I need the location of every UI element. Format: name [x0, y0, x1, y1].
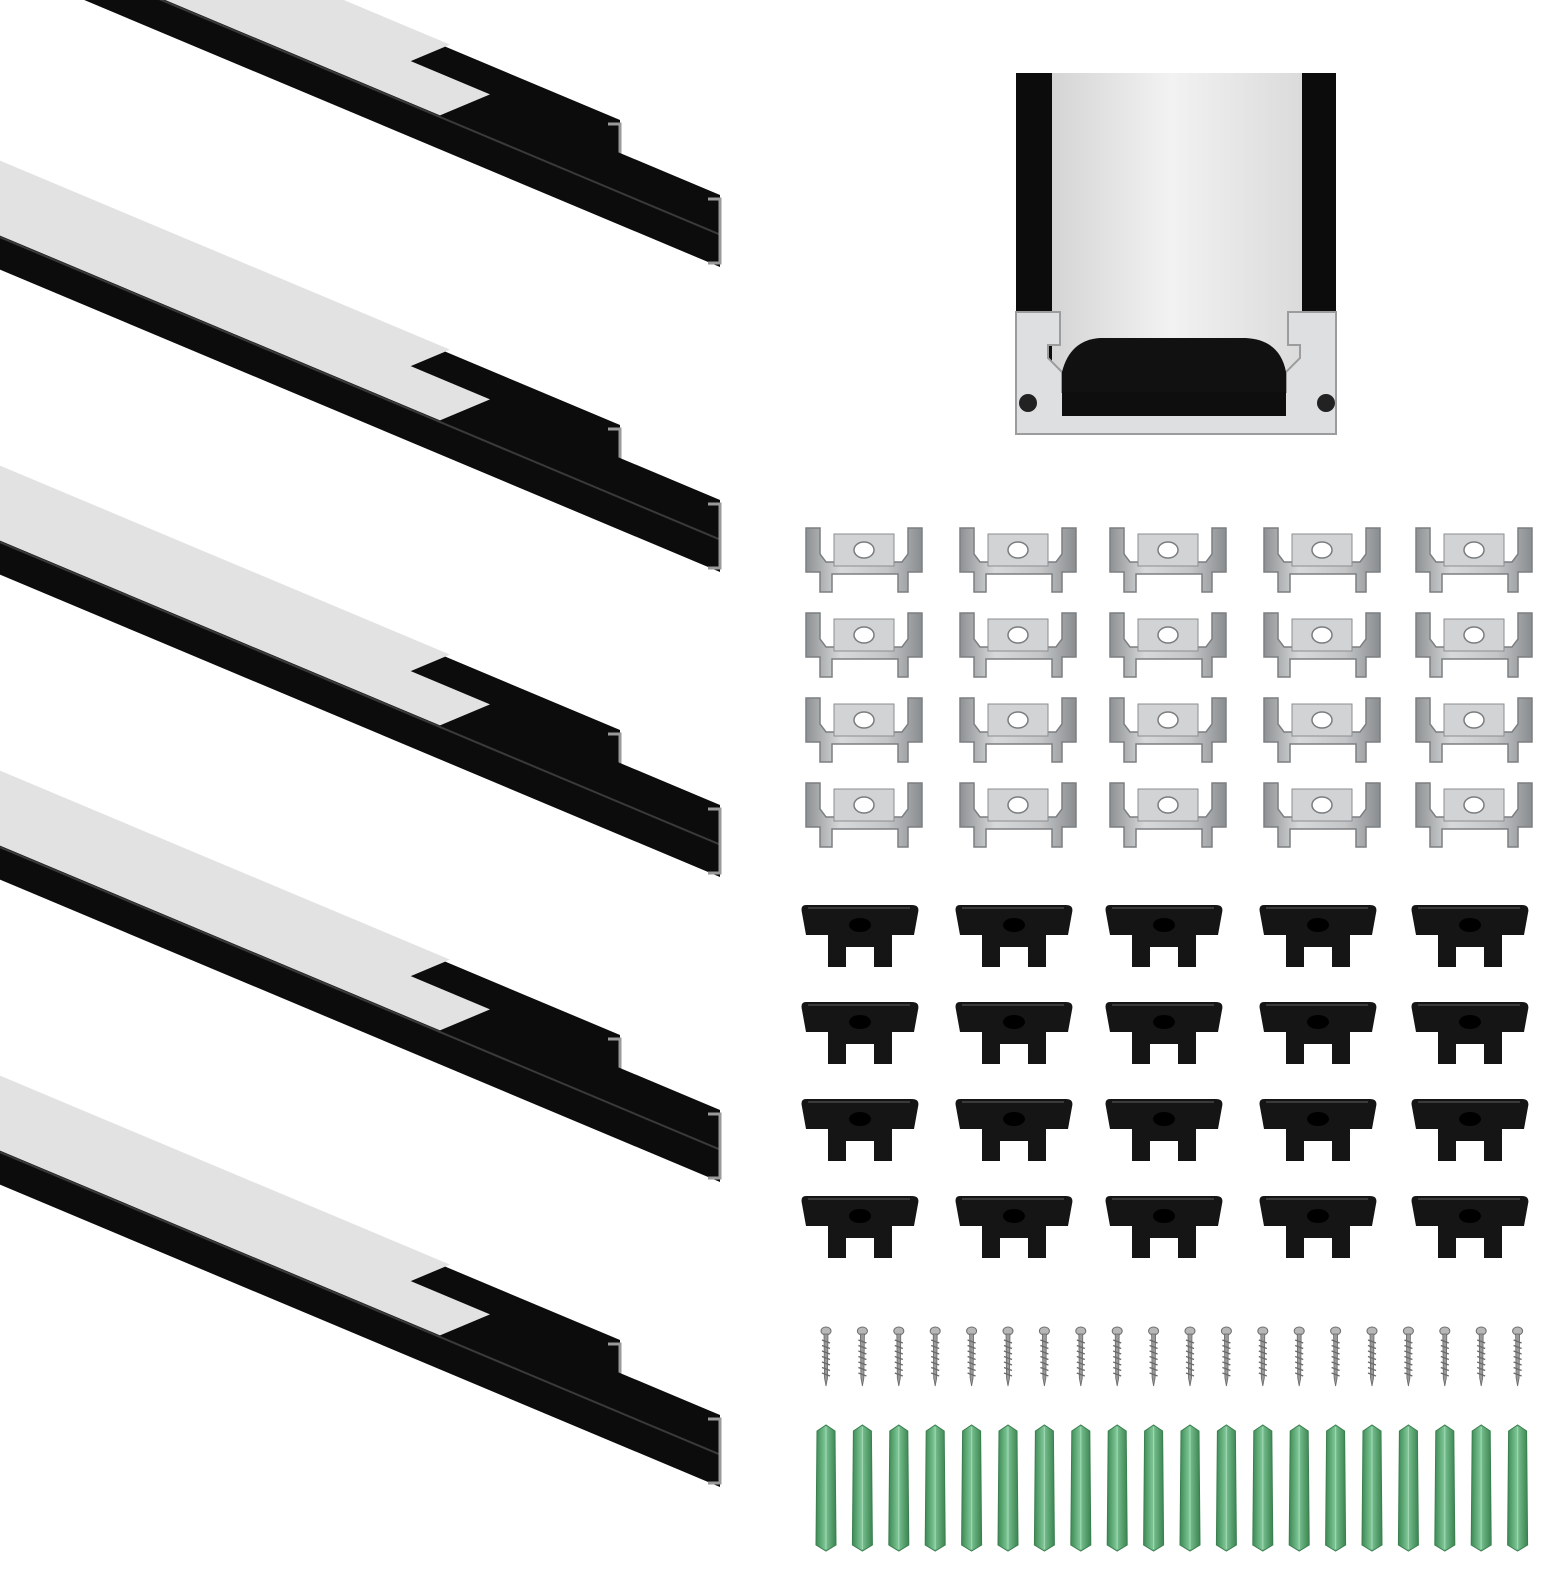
end-cap-icon — [801, 1099, 919, 1161]
screw-icon — [856, 1326, 868, 1387]
aluminum-channel-icon — [0, 1108, 722, 1487]
end-cap-icon — [955, 1002, 1073, 1064]
screw-icon — [1366, 1326, 1378, 1387]
screw-icon — [1075, 1326, 1087, 1387]
mounting-clip-icon — [805, 782, 923, 848]
end-cap-icon — [1411, 1099, 1529, 1161]
right-screw-slot — [1317, 394, 1335, 412]
screw-icon — [1439, 1326, 1451, 1387]
wall-anchor-icon — [1470, 1424, 1492, 1552]
wall-anchor-icon — [1070, 1424, 1092, 1552]
mounting-clip-icon — [959, 527, 1077, 593]
screw-icon — [966, 1326, 978, 1387]
end-cap-icon — [1105, 1196, 1223, 1258]
end-cap-icon — [801, 1196, 919, 1258]
wall-anchor-icon — [851, 1424, 873, 1552]
aluminum-channel-icon — [0, 193, 722, 572]
screw-icon — [820, 1326, 832, 1387]
wall-anchor-icon — [1143, 1424, 1165, 1552]
end-cap-icon — [1259, 1099, 1377, 1161]
end-caps-grid — [801, 905, 1529, 1258]
end-cap-icon — [955, 1196, 1073, 1258]
screw-icon — [1257, 1326, 1269, 1387]
screw-icon — [1512, 1326, 1524, 1387]
end-cap-icon — [1411, 905, 1529, 967]
wall-anchor-icon — [1179, 1424, 1201, 1552]
screw-icon — [1002, 1326, 1014, 1387]
wall-anchor-icon — [961, 1424, 983, 1552]
screw-icon — [1220, 1326, 1232, 1387]
mounting-clip-icon — [805, 697, 923, 763]
mounting-clip-icon — [805, 527, 923, 593]
wall-anchor-icon — [997, 1424, 1019, 1552]
wall-anchor-icon — [888, 1424, 910, 1552]
mounting-clip-icon — [1109, 697, 1227, 763]
mounting-clip-icon — [959, 612, 1077, 678]
screw-icon — [893, 1326, 905, 1387]
screw-icon — [1475, 1326, 1487, 1387]
end-cap-icon — [1411, 1196, 1529, 1258]
wall-anchor-icon — [1434, 1424, 1456, 1552]
mounting-clip-icon — [1109, 612, 1227, 678]
end-cap-icon — [1105, 1099, 1223, 1161]
end-cap-icon — [801, 1002, 919, 1064]
mounting-clip-icon — [805, 612, 923, 678]
screw-icon — [1038, 1326, 1050, 1387]
mounting-clip-icon — [1263, 612, 1381, 678]
screw-icon — [1148, 1326, 1160, 1387]
mounting-clip-icon — [1415, 527, 1533, 593]
mounting-clip-icon — [1415, 782, 1533, 848]
end-cap-icon — [1411, 1002, 1529, 1064]
channel-cross-section-icon — [1015, 73, 1337, 435]
mounting-clip-icon — [1109, 782, 1227, 848]
screws-row — [820, 1326, 1524, 1387]
end-cap-icon — [801, 905, 919, 967]
mounting-clip-icon — [1415, 697, 1533, 763]
left-screw-slot — [1019, 394, 1037, 412]
wall-anchors-row — [815, 1424, 1529, 1552]
screw-icon — [929, 1326, 941, 1387]
wall-anchor-icon — [1215, 1424, 1237, 1552]
screw-icon — [1293, 1326, 1305, 1387]
end-cap-icon — [1259, 1196, 1377, 1258]
aluminum-channel-icon — [0, 498, 722, 877]
end-cap-icon — [1259, 905, 1377, 967]
mounting-clips-grid — [805, 527, 1533, 848]
end-cap-icon — [955, 905, 1073, 967]
mounting-clip-icon — [959, 782, 1077, 848]
mounting-clip-icon — [1263, 527, 1381, 593]
end-cap-icon — [1259, 1002, 1377, 1064]
wall-anchor-icon — [1033, 1424, 1055, 1552]
screw-icon — [1184, 1326, 1196, 1387]
wall-anchor-icon — [1252, 1424, 1274, 1552]
diffuser-cover — [1030, 73, 1312, 383]
screw-icon — [1402, 1326, 1414, 1387]
mounting-clip-icon — [1263, 782, 1381, 848]
mounting-clip-icon — [1415, 612, 1533, 678]
wall-anchor-icon — [1106, 1424, 1128, 1552]
screw-icon — [1111, 1326, 1123, 1387]
mounting-clip-icon — [1263, 697, 1381, 763]
aluminum-channel-icon — [84, 0, 722, 267]
screw-icon — [1330, 1326, 1342, 1387]
mounting-clip-icon — [1109, 527, 1227, 593]
aluminum-profile-stack — [0, 0, 722, 1487]
end-cap-icon — [1105, 1002, 1223, 1064]
wall-anchor-icon — [1288, 1424, 1310, 1552]
wall-anchor-icon — [1397, 1424, 1419, 1552]
led-cavity — [1062, 338, 1286, 392]
wall-anchor-icon — [1507, 1424, 1529, 1552]
wall-anchor-icon — [924, 1424, 946, 1552]
end-cap-icon — [955, 1099, 1073, 1161]
end-cap-icon — [1105, 905, 1223, 967]
mounting-clip-icon — [959, 697, 1077, 763]
wall-anchor-icon — [815, 1424, 837, 1552]
aluminum-channel-icon — [0, 803, 722, 1182]
wall-anchor-icon — [1361, 1424, 1383, 1552]
wall-anchor-icon — [1325, 1424, 1347, 1552]
